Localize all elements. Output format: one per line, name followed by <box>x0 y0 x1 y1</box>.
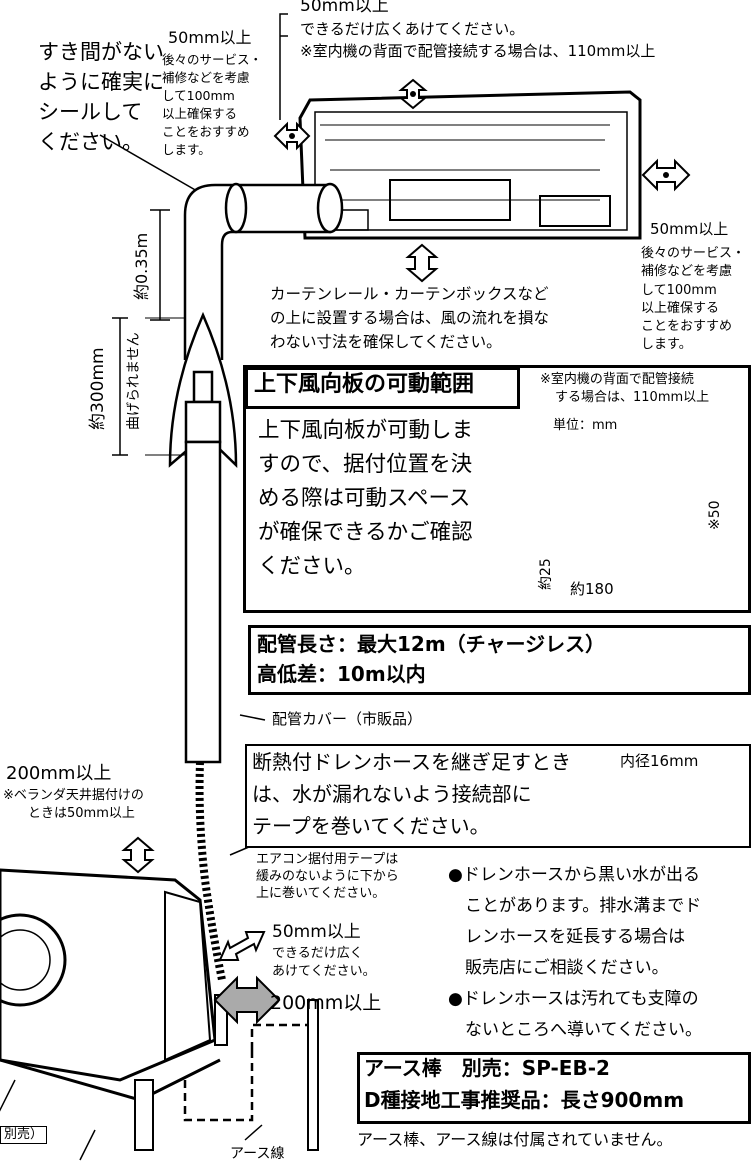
pipe-spec-box <box>248 625 751 695</box>
top-clearance-heading: 50mm以上 <box>300 0 389 16</box>
louver-note-line: ※室内機の背面で配管接続 <box>540 372 694 387</box>
rear-clearance-label: 200mm以上 <box>270 992 382 1014</box>
drain-tip-line: ないところへ導いてください。 <box>448 1020 702 1040</box>
right-clearance-line: して100mm <box>641 283 717 298</box>
earth-wire-label: アース線 <box>230 1146 285 1162</box>
outdoor-top-note: ※ベランダ天井据付けの <box>3 788 144 803</box>
clearance-50-label: ※50 <box>707 500 723 530</box>
indoor-unit <box>298 90 642 240</box>
outdoor-top-clearance: 200mm以上 <box>6 763 112 784</box>
top-clearance-note: ※室内機の背面で配管接続する場合は、110mm以上 <box>300 42 656 60</box>
tape-note-line: 緩みのないように下から <box>256 869 399 884</box>
side-clearance-arrow-upper <box>218 931 266 961</box>
inner-diameter-label: 内径16mm <box>620 752 699 770</box>
side-clearance-note: できるだけ広く <box>272 946 363 961</box>
seal-note-line: ください。 <box>38 130 143 154</box>
seal-note-line: すき間がない <box>38 40 164 64</box>
drain-tip-line: レンホースを延長する場合は <box>448 927 686 947</box>
clearance-arrows <box>121 78 691 874</box>
earth-rod-model: アース棒 別売：SP-EB-2 <box>364 1056 610 1080</box>
no-bend-label: 曲げられません <box>126 332 142 430</box>
earth-not-included: アース棒、アース線は付属されていません。 <box>357 1130 673 1149</box>
drain-tip-line: ●ドレンホースから黒い水が出る <box>448 865 700 885</box>
earth-rod-spec: D種接地工事推奨品：長さ900mm <box>364 1088 685 1112</box>
pipe-cover <box>168 311 238 764</box>
right-clearance-line: 以上確保する <box>641 301 720 316</box>
side-clearance-arrow-lower <box>213 975 281 1025</box>
top-clearance-line2: できるだけ広くあけてください。 <box>300 20 525 38</box>
right-clearance-line: します。 <box>641 337 692 352</box>
drain-note-line: は、水が漏れないよう接続部に <box>252 782 532 806</box>
louver-body-line: 上下風向板が可動しま <box>258 418 474 443</box>
louver-title: 上下風向板の可動範囲 <box>254 372 475 397</box>
curtain-note-line: カーテンレール・カーテンボックスなど <box>270 285 549 303</box>
pipe-max-length: 配管長さ：最大12m（チャージレス） <box>257 632 606 656</box>
left-clearance-line: します。 <box>162 142 211 157</box>
louver-note-line: する場合は、110mm以上 <box>555 390 710 405</box>
side-clearance-note: あけてください。 <box>272 964 376 979</box>
sold-separately-label: 別売） <box>0 1126 48 1144</box>
pipe-length-label: 約0.35m <box>132 232 151 300</box>
louver-body-line: が確保できるかご確認 <box>258 520 473 545</box>
left-clearance-line: ことをおすすめ <box>162 124 250 139</box>
earth-rod-box <box>357 1052 751 1124</box>
pipe-straight-label: 約300mm <box>88 347 108 430</box>
louver-body-line: すので、据付位置を決 <box>258 452 473 477</box>
drain-tip-line: ことがあります。排水溝までド <box>448 896 702 916</box>
drain-note-line: テープを巻いてください。 <box>252 814 490 838</box>
drain-tip-line: ●ドレンホースは汚れても支障の <box>448 989 699 1009</box>
drain-note-line: 断熱付ドレンホースを継ぎ足すとき <box>252 750 571 774</box>
tape-note-line: エアコン据付用テープは <box>256 852 399 867</box>
pipe-cover-label: 配管カバー（市販品） <box>272 710 423 728</box>
right-clearance-line: ことをおすすめ <box>641 319 733 334</box>
curtain-note-line: わない寸法を確保してください。 <box>270 333 502 351</box>
louver-body-line: める際は可動スペース <box>258 486 471 511</box>
drain-tip-line: 販売店にご相談ください。 <box>448 958 669 978</box>
louver-25-label: 約25 <box>538 558 554 590</box>
outdoor-top-note: ときは50mm以上 <box>28 806 135 821</box>
seal-note-line: ように確実に <box>38 70 164 94</box>
louver-title-box <box>245 367 520 409</box>
right-clearance-line: 補修などを考慮 <box>641 264 733 279</box>
seal-note-line: シールして <box>38 100 143 124</box>
bottom-clearance-arrow <box>405 243 439 283</box>
earth-rod <box>307 999 319 1151</box>
refrigerant-pipe <box>183 182 344 360</box>
left-clearance-line: 以上確保する <box>162 106 238 121</box>
left-clearance-line: して100mm <box>162 88 235 103</box>
tape-note-line: 上に巻いてください。 <box>256 886 386 901</box>
unit-label: 単位：mm <box>553 418 618 433</box>
outdoor-top-arrow <box>121 836 155 874</box>
left-clearance-line: 後々のサービス・ <box>162 52 263 67</box>
right-clearance-heading: 50mm以上 <box>650 220 729 238</box>
left-clearance-heading: 50mm以上 <box>168 28 252 47</box>
right-clearance-line: 後々のサービス・ <box>641 246 746 261</box>
curtain-note-line: の上に設置する場合は、風の流れを損な <box>270 309 550 327</box>
drain-note-box <box>245 744 751 848</box>
left-clearance-line: 補修などを考慮 <box>162 70 250 85</box>
louver-180-label: 約180 <box>570 580 614 598</box>
louver-body-line: ください。 <box>258 554 366 579</box>
height-difference: 高低差：10m以内 <box>257 662 426 686</box>
side-clearance-heading: 50mm以上 <box>272 922 361 942</box>
outdoor-unit <box>0 868 228 1151</box>
